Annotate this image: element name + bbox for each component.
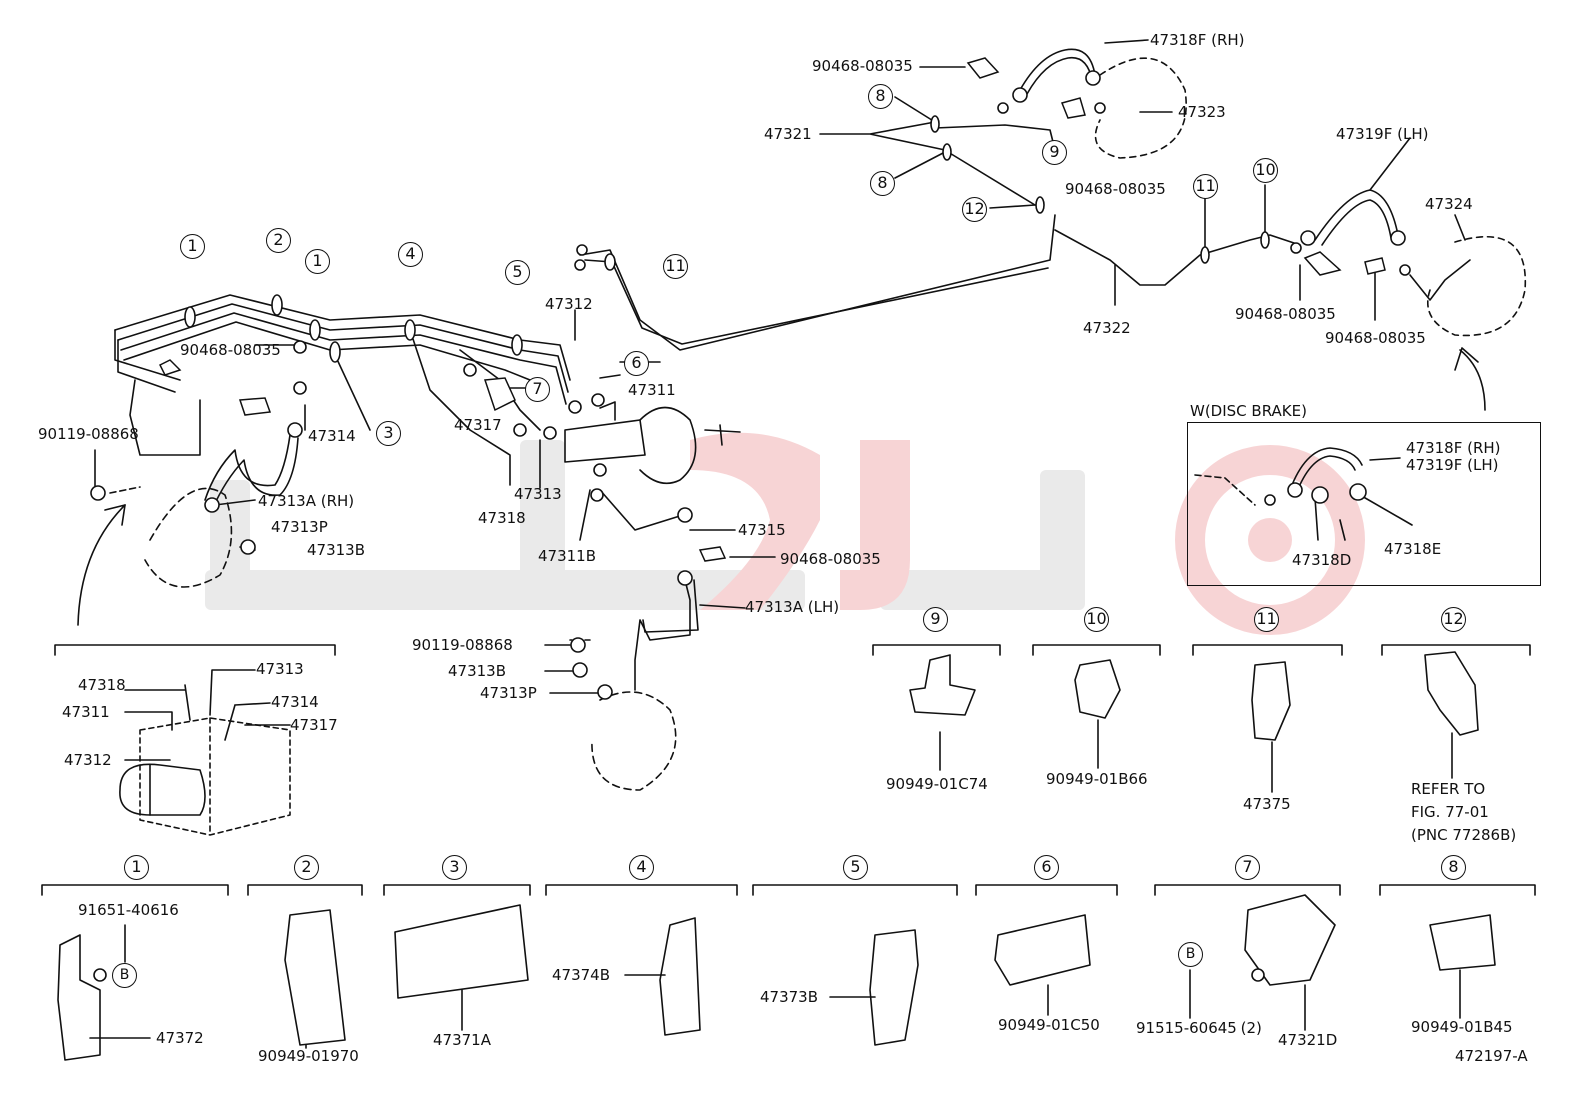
label-47311b: 47311B <box>538 547 597 565</box>
label-47324: 47324 <box>1425 195 1473 213</box>
disc-brake-title: W(DISC BRAKE) <box>1190 402 1307 420</box>
callout-11-a: 11 <box>1193 174 1218 199</box>
callout-6-b: 6 <box>1034 855 1059 880</box>
callout-7-a: 7 <box>525 377 550 402</box>
figure-code: 472197-A <box>1455 1047 1528 1065</box>
label-47322: 47322 <box>1083 319 1131 337</box>
callout-8-c: 8 <box>1441 855 1466 880</box>
label-comp-11: 47375 <box>1243 795 1291 813</box>
callout-8-b: 8 <box>870 171 895 196</box>
label-90119-b: 90119-08868 <box>412 636 513 654</box>
callout-10-b: 10 <box>1084 607 1109 632</box>
label-abs-47313: 47313 <box>256 660 304 678</box>
label-90468-d: 90468-08035 <box>1325 329 1426 347</box>
label-disc-47318f-rh: 47318F (RH) <box>1406 439 1501 457</box>
callout-5-b: 5 <box>843 855 868 880</box>
label-47317: 47317 <box>454 416 502 434</box>
label-comp-4: 47374B <box>552 966 611 984</box>
callout-9-b: 9 <box>923 607 948 632</box>
label-comp-9: 90949-01C74 <box>886 775 988 793</box>
label-comp-5: 47373B <box>760 988 819 1006</box>
label-comp-12-line2: FIG. 77-01 <box>1411 803 1489 821</box>
label-47312: 47312 <box>545 295 593 313</box>
label-90119-a: 90119-08868 <box>38 425 139 443</box>
label-47311: 47311 <box>628 381 676 399</box>
label-comp-8: 90949-01B45 <box>1411 1018 1513 1036</box>
callout-2-a: 2 <box>266 228 291 253</box>
callout-5-a: 5 <box>505 260 530 285</box>
label-47315: 47315 <box>738 521 786 539</box>
label-47313b-a: 47313B <box>307 541 366 559</box>
label-abs-47312: 47312 <box>64 751 112 769</box>
label-abs-47314: 47314 <box>271 693 319 711</box>
label-comp-7-bolt: 91515-60645 (2) <box>1136 1019 1262 1037</box>
label-abs-47317: 47317 <box>290 716 338 734</box>
label-47313: 47313 <box>514 485 562 503</box>
label-47313a-lh: 47313A (LH) <box>745 598 840 616</box>
label-disc-47318d: 47318D <box>1292 551 1352 569</box>
disc-brake-box <box>1187 422 1541 586</box>
label-47321: 47321 <box>764 125 812 143</box>
label-47318f-rh: 47318F (RH) <box>1150 31 1245 49</box>
callout-9-a: 9 <box>1042 140 1067 165</box>
label-comp-12-line1: REFER TO <box>1411 780 1486 798</box>
callout-7-b: 7 <box>1235 855 1260 880</box>
label-47313p-b: 47313P <box>480 684 537 702</box>
callout-3-b: 3 <box>442 855 467 880</box>
label-47318: 47318 <box>478 509 526 527</box>
label-abs-47311: 47311 <box>62 703 110 721</box>
callout-3-a: 3 <box>376 421 401 446</box>
callout-b-b: B <box>1178 942 1203 967</box>
label-abs-47318: 47318 <box>78 676 126 694</box>
label-90468-e: 90468-08035 <box>180 341 281 359</box>
label-comp-7-part: 47321D <box>1278 1031 1338 1049</box>
label-comp-2: 90949-01970 <box>258 1047 359 1065</box>
label-90468-b: 90468-08035 <box>1065 180 1166 198</box>
label-comp-1-part: 47372 <box>156 1029 204 1047</box>
callout-4-b: 4 <box>629 855 654 880</box>
label-comp-10: 90949-01B66 <box>1046 770 1148 788</box>
callout-11-b: 11 <box>663 254 688 279</box>
callout-12-b: 12 <box>1441 607 1466 632</box>
label-90468-c: 90468-08035 <box>1235 305 1336 323</box>
callout-1-b: 1 <box>305 249 330 274</box>
label-comp-6: 90949-01C50 <box>998 1016 1100 1034</box>
callout-4-a: 4 <box>398 242 423 267</box>
callout-b-a: B <box>112 963 137 988</box>
callout-8-a: 8 <box>868 84 893 109</box>
callout-2-b: 2 <box>294 855 319 880</box>
label-90468-a: 90468-08035 <box>812 57 913 75</box>
label-comp-12-line3: (PNC 77286B) <box>1411 826 1517 844</box>
label-47313b-b: 47313B <box>448 662 507 680</box>
callout-6-a: 6 <box>624 351 649 376</box>
callout-12-a: 12 <box>962 197 987 222</box>
label-disc-47318e: 47318E <box>1384 540 1442 558</box>
label-comp-1-bolt: 91651-40616 <box>78 901 179 919</box>
label-47314: 47314 <box>308 427 356 445</box>
label-disc-47319f-lh: 47319F (LH) <box>1406 456 1499 474</box>
callout-1-c: 1 <box>124 855 149 880</box>
callout-11-c: 11 <box>1254 607 1279 632</box>
label-47313a-rh: 47313A (RH) <box>258 492 355 510</box>
label-47323: 47323 <box>1178 103 1226 121</box>
callout-1-a: 1 <box>180 234 205 259</box>
label-90468-f: 90468-08035 <box>780 550 881 568</box>
label-47313p-a: 47313P <box>271 518 328 536</box>
label-47319f-lh: 47319F (LH) <box>1336 125 1429 143</box>
label-comp-3: 47371A <box>433 1031 491 1049</box>
callout-10-a: 10 <box>1253 158 1278 183</box>
